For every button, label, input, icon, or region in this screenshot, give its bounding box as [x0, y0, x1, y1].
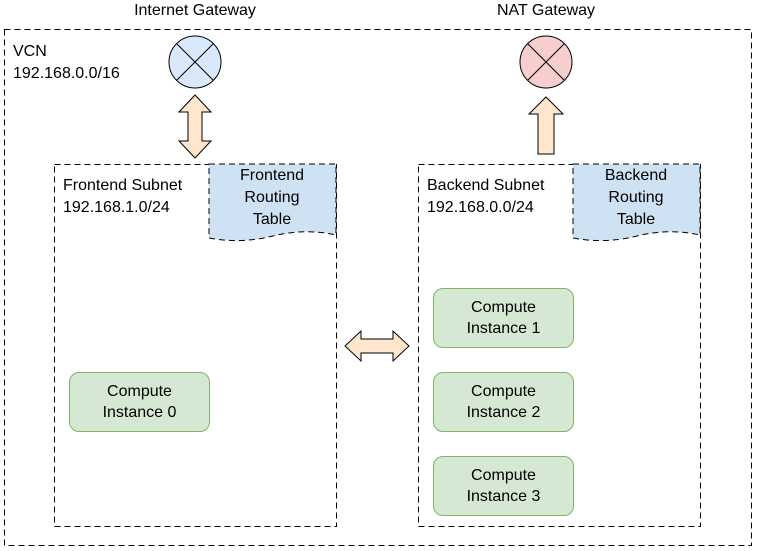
frontend-routing-table-line1: Frontend: [239, 167, 305, 184]
nat-gateway-label: NAT Gateway: [496, 2, 596, 19]
backend-routing-table-line2: Routing: [608, 189, 664, 206]
frontend-subnet-name: Frontend Subnet: [63, 177, 183, 194]
vcn-boundary: [4, 29, 752, 546]
backend-routing-table-shape: [572, 163, 701, 242]
frontend-routing-table-line2: Routing: [244, 189, 300, 206]
compute-instance-1-line2: Instance 1: [466, 320, 541, 337]
backend-subnet-cidr: 192.168.0.0/24: [427, 199, 534, 216]
compute-instance-1[interactable]: Compute Instance 1: [433, 288, 574, 348]
frontend-routing-table-label: Frontend Routing Table: [209, 165, 335, 231]
frontend-routing-table-line3: Table: [252, 211, 292, 228]
vcn-cidr: 192.168.0.0/16: [13, 65, 120, 82]
compute-instance-0-line2: Instance 0: [102, 404, 177, 421]
compute-instance-3[interactable]: Compute Instance 3: [433, 456, 574, 516]
compute-instance-1-line1: Compute: [471, 299, 536, 316]
compute-instance-0-line1: Compute: [107, 383, 172, 400]
backend-subnet-boundary: [418, 164, 701, 527]
internet-gateway-label: Internet Gateway: [134, 2, 256, 19]
backend-routing-table-label: Backend Routing Table: [573, 165, 699, 231]
frontend-subnet-cidr: 192.168.1.0/24: [63, 199, 170, 216]
backend-subnet-name: Backend Subnet: [427, 177, 545, 194]
compute-instance-2-line1: Compute: [471, 383, 536, 400]
internet-gateway-double-arrow: [177, 94, 213, 159]
internet-gateway-icon: [168, 35, 222, 89]
vcn-name: VCN: [13, 43, 47, 60]
backend-routing-table-line3: Table: [616, 211, 656, 228]
compute-instance-3-line1: Compute: [471, 467, 536, 484]
compute-instance-0[interactable]: Compute Instance 0: [69, 372, 210, 432]
subnet-double-arrow: [344, 329, 410, 363]
compute-instance-2[interactable]: Compute Instance 2: [433, 372, 574, 432]
compute-instance-3-line2: Instance 3: [466, 488, 541, 505]
frontend-routing-table-shape: [208, 163, 337, 242]
backend-routing-table-line1: Backend: [604, 167, 668, 184]
nat-gateway-icon: [519, 35, 573, 89]
frontend-subnet-boundary: [54, 164, 337, 527]
compute-instance-2-line2: Instance 2: [466, 404, 541, 421]
nat-gateway-up-arrow: [527, 96, 565, 155]
